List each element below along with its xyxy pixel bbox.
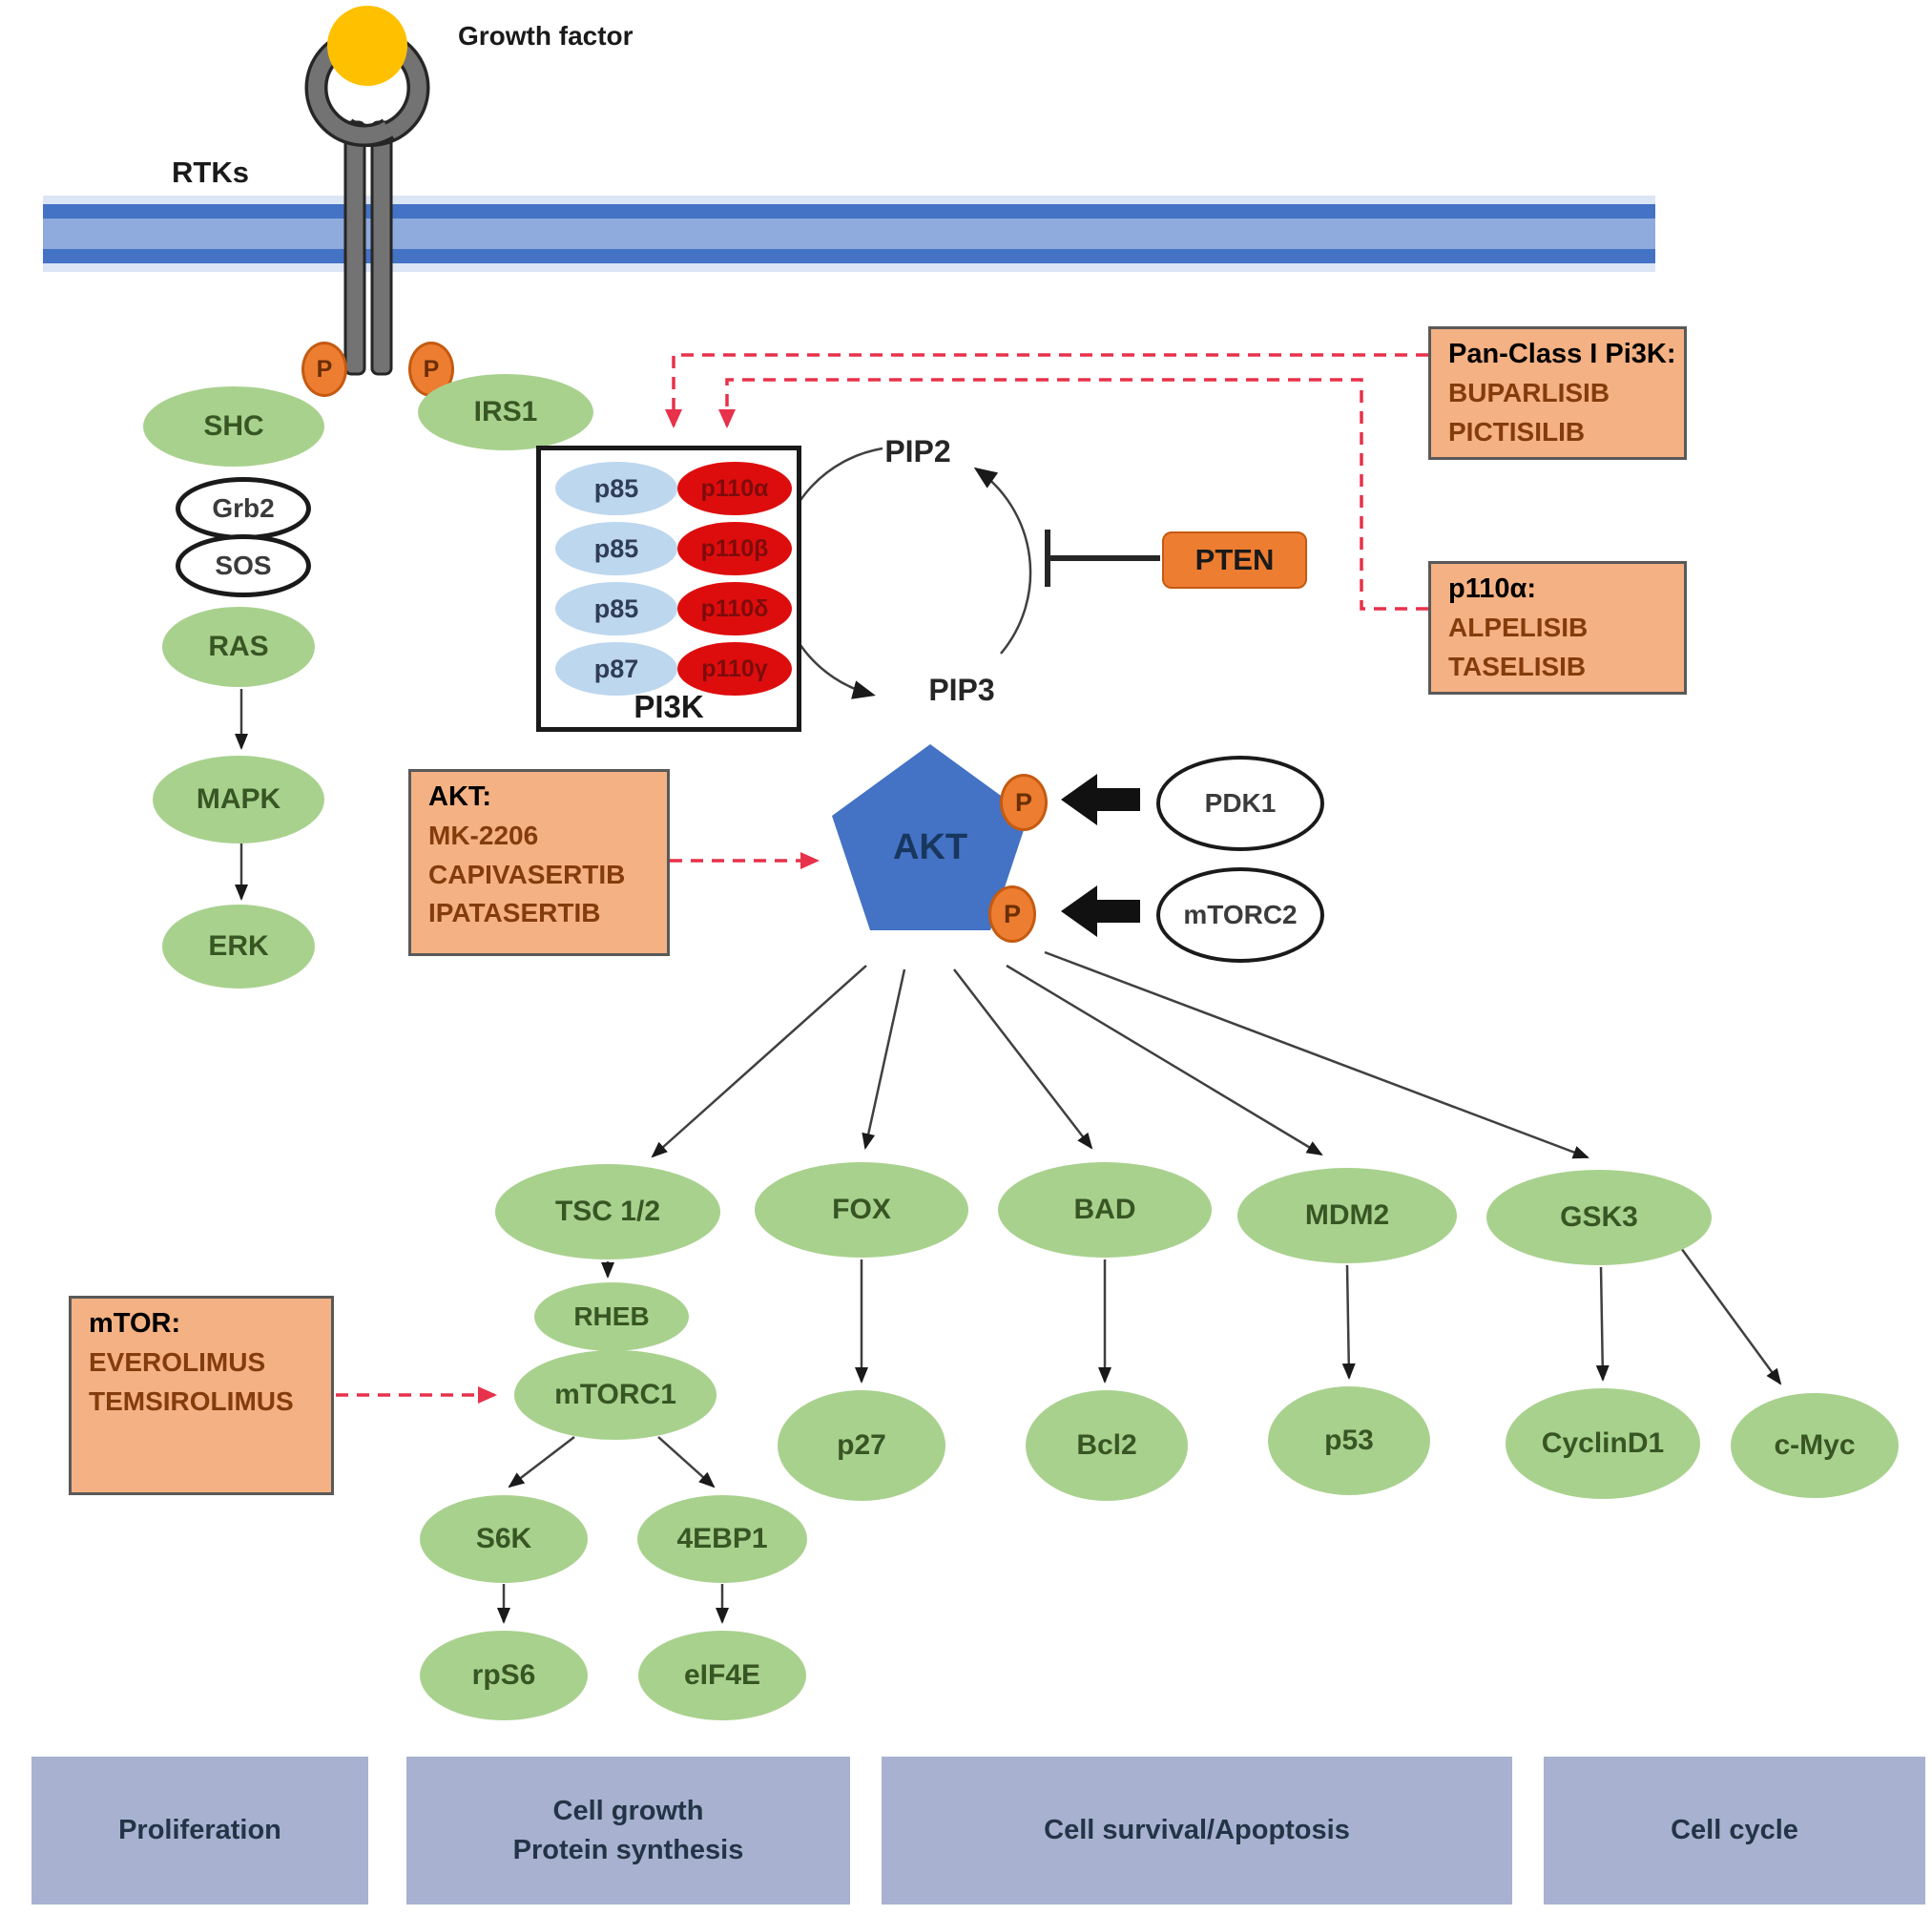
pip3-label: PIP3 bbox=[928, 673, 995, 707]
node-mtorc1: mTORC1 bbox=[514, 1350, 717, 1440]
phospho-badge-label: P bbox=[316, 355, 333, 383]
node-eif4e: eIF4E bbox=[638, 1631, 806, 1720]
arrow-mtorc1-4ebp1 bbox=[657, 1436, 716, 1488]
node-pdk1: PDK1 bbox=[1156, 756, 1324, 851]
rtk-receptor-icon bbox=[304, 6, 430, 376]
growth-factor-label: Growth factor bbox=[458, 21, 634, 51]
phospho-badge-label: P bbox=[423, 355, 440, 383]
node-mtorc2: mTORC2 bbox=[1156, 867, 1324, 963]
drug-box-akt: AKT: MK-2206 CAPIVASERTIB IPATASERTIB bbox=[408, 769, 670, 956]
node-pten: PTEN bbox=[1162, 531, 1307, 589]
node-p53: p53 bbox=[1268, 1386, 1430, 1495]
arrow-gsk3-cyclind1 bbox=[1595, 1266, 1610, 1382]
arrow-akt-bad bbox=[953, 968, 1093, 1150]
cell-membrane bbox=[43, 196, 1655, 272]
drug-name: TASELISIB bbox=[1448, 651, 1587, 681]
node-s6k: S6K bbox=[420, 1495, 588, 1583]
arrow-pip3-to-pip2 bbox=[973, 467, 1032, 655]
node-mapk: MAPK bbox=[153, 756, 324, 843]
drug-name: CAPIVASERTIB bbox=[428, 859, 626, 889]
node-rheb: RHEB bbox=[534, 1282, 689, 1351]
pi3k-catalytic-subunit: p110β bbox=[677, 522, 792, 575]
outcome-label: Protein synthesis bbox=[512, 1834, 744, 1865]
node-akt-label: AKT bbox=[892, 826, 968, 867]
pi3k-regulatory-subunit: p85 bbox=[555, 582, 677, 635]
outcome-label: Proliferation bbox=[118, 1815, 281, 1846]
pip-cycle bbox=[776, 447, 1032, 699]
drug-name: IPATASERTIB bbox=[428, 898, 601, 928]
phospho-badge: P bbox=[301, 342, 347, 397]
node-sos: SOS bbox=[176, 534, 311, 597]
drug-box-title: p110α: bbox=[1448, 573, 1536, 604]
outcome-bar-cell-survival: Cell survival/Apoptosis bbox=[882, 1757, 1512, 1905]
pi3k-catalytic-subunit: p110δ bbox=[677, 582, 792, 635]
akt-pentagon bbox=[832, 744, 1028, 930]
node-gsk3: GSK3 bbox=[1486, 1170, 1712, 1265]
pi3k-regulatory-subunit: p85 bbox=[555, 522, 677, 575]
growth-factor-ball-icon bbox=[327, 6, 407, 86]
drug-box-pan-class-pi3k: Pan-Class I Pi3K: BUPARLISIB PICTISILIB bbox=[1428, 326, 1687, 460]
node-cyclind1: CyclinD1 bbox=[1506, 1388, 1700, 1499]
node-irs1: IRS1 bbox=[418, 374, 593, 450]
drug-name: EVEROLIMUS bbox=[89, 1347, 266, 1377]
phospho-badge: P bbox=[988, 885, 1036, 943]
phospho-badge: P bbox=[408, 342, 454, 397]
drug-name: BUPARLISIB bbox=[1448, 378, 1610, 407]
arrow-gsk3-cmyc bbox=[1679, 1247, 1782, 1385]
arrow-akt-fox bbox=[862, 968, 906, 1150]
inhibitor-connectors bbox=[336, 353, 1428, 1404]
drug-box-title: mTOR: bbox=[89, 1308, 181, 1339]
node-bcl2: Bcl2 bbox=[1026, 1390, 1188, 1501]
block-arrow-mtorc2 bbox=[1061, 885, 1140, 937]
outcome-label: Cell cycle bbox=[1671, 1815, 1798, 1846]
arrow-akt-mdm2 bbox=[1006, 964, 1323, 1156]
drug-name: MK-2206 bbox=[428, 821, 539, 850]
pi3k-catalytic-subunit: p110α bbox=[677, 462, 792, 515]
node-tsc12: TSC 1/2 bbox=[495, 1164, 720, 1259]
outcome-bar-proliferation: Proliferation bbox=[31, 1757, 368, 1905]
outcome-bar-cell-growth: Cell growth Protein synthesis bbox=[406, 1757, 850, 1905]
node-mdm2: MDM2 bbox=[1237, 1168, 1457, 1263]
node-erk: ERK bbox=[162, 905, 315, 989]
arrow-akt-tsc bbox=[651, 965, 867, 1158]
dash-panclass-to-pi3k bbox=[665, 353, 1428, 428]
drug-name: TEMSIROLIMUS bbox=[89, 1385, 294, 1416]
pi3k-regulatory-subunit: p85 bbox=[555, 462, 677, 515]
node-fox: FOX bbox=[755, 1162, 968, 1258]
node-cmyc: c-Myc bbox=[1731, 1393, 1899, 1498]
node-ras: RAS bbox=[162, 607, 315, 687]
phospho-badge: P bbox=[1000, 774, 1048, 831]
drug-box-title: Pan-Class I Pi3K: bbox=[1448, 339, 1676, 369]
phospho-badge-label: P bbox=[1003, 899, 1021, 928]
outcome-bar-cell-cycle: Cell cycle bbox=[1544, 1757, 1925, 1905]
arrow-mdm2-p53 bbox=[1341, 1264, 1356, 1380]
drug-name: PICTISILIB bbox=[1448, 416, 1586, 447]
node-shc: SHC bbox=[143, 386, 324, 467]
drug-box-p110a: p110α: ALPELISIB TASELISIB bbox=[1428, 561, 1687, 695]
drug-box-title: AKT: bbox=[428, 781, 492, 812]
node-4ebp1: 4EBP1 bbox=[637, 1495, 807, 1583]
outcome-label: Cell growth bbox=[552, 1795, 704, 1826]
pi3k-box-title: PI3K bbox=[634, 689, 704, 724]
node-p27: p27 bbox=[778, 1390, 945, 1501]
block-arrow-pdk1 bbox=[1061, 774, 1140, 825]
drug-name: ALPELISIB bbox=[1448, 613, 1589, 642]
node-bad: BAD bbox=[998, 1162, 1212, 1258]
node-rps6: rpS6 bbox=[420, 1631, 588, 1720]
arrow-akt-gsk3 bbox=[1044, 950, 1589, 1159]
pip2-label: PIP2 bbox=[884, 434, 951, 468]
dash-p110a-to-pi3k bbox=[718, 378, 1428, 611]
signal-arrows bbox=[235, 689, 1782, 1624]
rtks-label: RTKs bbox=[172, 156, 249, 189]
phospho-badge-label: P bbox=[1014, 787, 1032, 817]
pi3k-regulatory-subunit: p87 bbox=[555, 642, 677, 696]
arrow-mtorc1-s6k bbox=[508, 1436, 575, 1488]
drug-box-mtor: mTOR: EVEROLIMUS TEMSIROLIMUS bbox=[69, 1296, 334, 1495]
pten-inhibition-tbar bbox=[1045, 530, 1160, 587]
pi3k-catalytic-subunit: p110γ bbox=[677, 642, 792, 696]
outcome-label: Cell survival/Apoptosis bbox=[1044, 1815, 1350, 1846]
node-grb2: Grb2 bbox=[176, 477, 311, 540]
